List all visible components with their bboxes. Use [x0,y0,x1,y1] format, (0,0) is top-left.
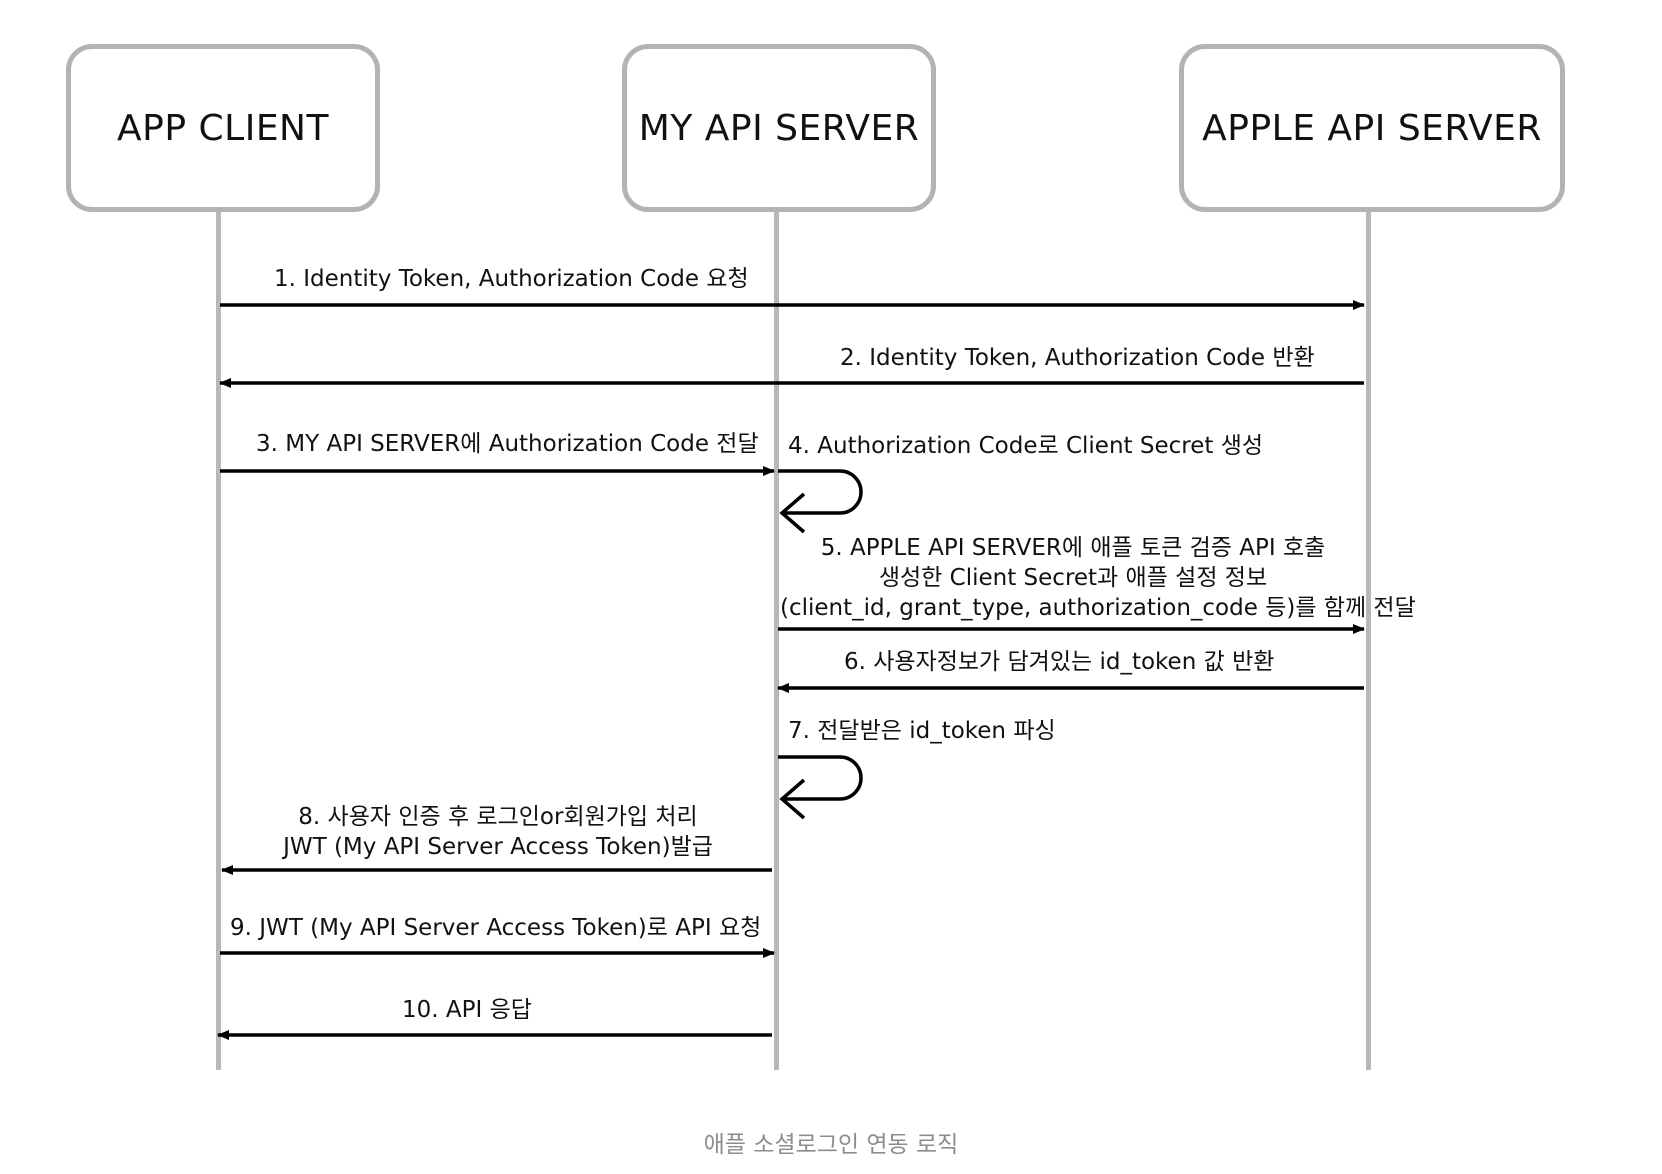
arrow-4-head [779,492,806,534]
message-4-label: 4. Authorization Code로 Client Secret 생성 [788,433,1264,459]
lifeline-app-client [216,212,221,1070]
message-10-label: 10. API 응답 [402,997,532,1023]
message-8-line-1: 8. 사용자 인증 후 로그인or회원가입 처리 [298,804,698,830]
message-3-label: 3. MY API SERVER에 Authorization Code 전달 [256,431,759,457]
message-8-line-2: JWT (My API Server Access Token)발급 [283,834,713,860]
message-7-label: 7. 전달받은 id_token 파싱 [788,718,1056,744]
message-5-line-2: 생성한 Client Secret과 애플 설정 정보 [878,565,1268,591]
lifeline-my-api-server [774,212,779,1070]
arrow-7-head [779,778,806,820]
arrow-7-self-loop [778,755,863,801]
lifeline-apple-api-server [1366,212,1371,1070]
message-5-line-1: 5. APPLE API SERVER에 애플 토큰 검증 API 호출 [820,535,1326,561]
message-6-label: 6. 사용자정보가 담겨있는 id_token 값 반환 [844,649,1275,675]
message-9-label: 9. JWT (My API Server Access Token)로 API… [230,915,762,941]
message-8-label: 8. 사용자 인증 후 로그인or회원가입 처리 JWT (My API Ser… [224,802,772,862]
actor-my-api-server: MY API SERVER [622,44,936,212]
actor-apple-api-server: APPLE API SERVER [1179,44,1565,212]
actor-app-client: APP CLIENT [66,44,380,212]
message-5-label: 5. APPLE API SERVER에 애플 토큰 검증 API 호출 생성한… [780,533,1416,623]
actor-app-client-label: APP CLIENT [117,107,329,149]
figure-caption: 애플 소셜로그인 연동 로직 [703,1132,959,1158]
actor-my-api-server-label: MY API SERVER [638,107,920,149]
actor-apple-api-server-label: APPLE API SERVER [1202,107,1542,149]
message-5-line-3: (client_id, grant_type, authorization_co… [780,595,1416,621]
message-2-label: 2. Identity Token, Authorization Code 반환 [840,345,1315,371]
arrow-4-self-loop [778,469,863,515]
message-1-label: 1. Identity Token, Authorization Code 요청 [274,266,749,292]
